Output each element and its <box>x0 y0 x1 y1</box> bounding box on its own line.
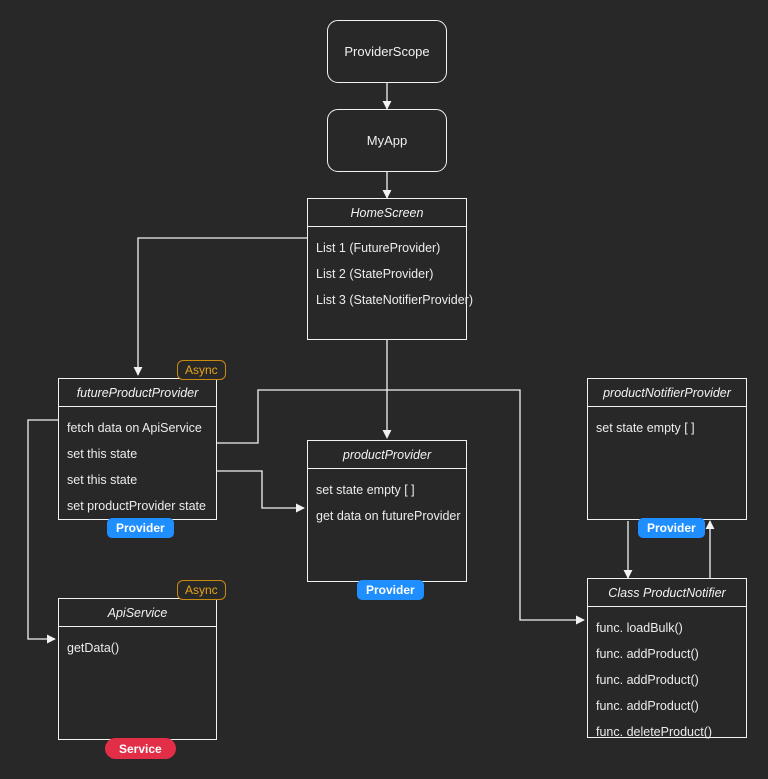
async-tag-api-service: Async <box>177 580 226 600</box>
node-api-service[interactable]: ApiService getData() <box>58 598 217 740</box>
node-future-product-provider[interactable]: futureProductProvider fetch data on ApiS… <box>58 378 217 520</box>
list-item: func. loadBulk() <box>596 621 683 635</box>
node-product-notifier-provider[interactable]: productNotifierProvider set state empty … <box>587 378 747 520</box>
list-item: List 3 (StateNotifierProvider) <box>316 293 474 307</box>
list-item: func. addProduct() <box>596 647 699 661</box>
list-item: List 1 (FutureProvider) <box>316 241 441 255</box>
list-item: func. deleteProduct() <box>596 725 713 739</box>
node-product-provider[interactable]: productProvider set state empty [ ] get … <box>307 440 467 582</box>
node-product-notifier-body: func. loadBulk() func. addProduct() func… <box>588 607 746 745</box>
node-product-provider-title: productProvider <box>308 441 466 469</box>
list-item: func. addProduct() <box>596 699 699 713</box>
status-badge-label: Service <box>119 741 162 756</box>
node-product-notifier-provider-title: productNotifierProvider <box>588 379 746 407</box>
node-api-service-body: getData() <box>59 627 216 739</box>
status-badge-product-provider: Provider <box>357 580 424 600</box>
node-home-screen-title: HomeScreen <box>308 199 466 227</box>
status-badge-label: Provider <box>366 583 415 597</box>
list-item: getData() <box>67 641 120 655</box>
node-home-screen[interactable]: HomeScreen List 1 (FutureProvider) List … <box>307 198 474 340</box>
async-tag-label: Async <box>185 363 218 377</box>
list-item: set this state <box>67 473 138 487</box>
node-future-product-provider-title: futureProductProvider <box>59 379 216 407</box>
list-item: fetch data on ApiService <box>67 421 202 435</box>
list-item: set state empty [ ] <box>316 483 415 497</box>
node-provider-scope-label: ProviderScope <box>344 44 430 59</box>
list-item: List 2 (StateProvider) <box>316 267 434 281</box>
list-item: get data on futureProvider <box>316 509 461 523</box>
status-badge-future-product-provider: Provider <box>107 518 174 538</box>
list-item: func. addProduct() <box>596 673 699 687</box>
status-badge-label: Provider <box>116 521 165 535</box>
node-future-product-provider-body: fetch data on ApiService set this state … <box>59 407 216 519</box>
node-provider-scope[interactable]: ProviderScope <box>327 20 447 83</box>
status-badge-label: Provider <box>647 521 696 535</box>
edge-futureproductprovider-productprovider <box>217 470 305 513</box>
node-my-app-label: MyApp <box>366 133 408 148</box>
node-product-notifier[interactable]: Class ProductNotifier func. loadBulk() f… <box>587 578 747 739</box>
status-badge-product-notifier-provider: Provider <box>638 518 705 538</box>
node-product-provider-body: set state empty [ ] get data on futurePr… <box>308 469 466 581</box>
edge-futureproductprovider-apiservice <box>27 419 58 644</box>
async-tag-future-product-provider: Async <box>177 360 226 380</box>
edge-homescreen-futureproductprovider <box>133 237 307 376</box>
node-home-screen-body: List 1 (FutureProvider) List 2 (StatePro… <box>308 227 474 339</box>
node-product-notifier-provider-body: set state empty [ ] <box>588 407 746 519</box>
list-item: set state empty [ ] <box>596 421 695 435</box>
node-api-service-title: ApiService <box>59 599 216 627</box>
node-product-notifier-title: Class ProductNotifier <box>588 579 746 607</box>
list-item: set productProvider state <box>67 499 206 513</box>
async-tag-label: Async <box>185 583 218 597</box>
status-badge-api-service: Service <box>105 738 176 759</box>
node-my-app[interactable]: MyApp <box>327 109 447 172</box>
list-item: set this state <box>67 447 138 461</box>
